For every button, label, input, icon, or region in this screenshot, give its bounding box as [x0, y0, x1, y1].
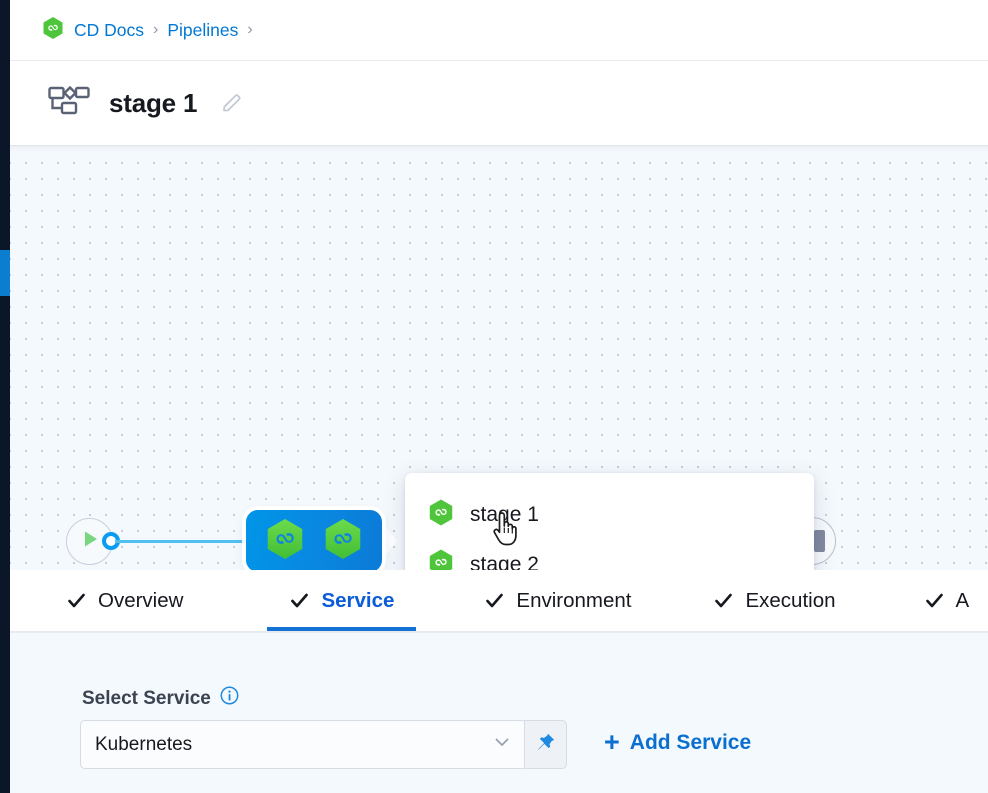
stage-list-popover: stage 1 stage 2: [405, 473, 814, 570]
cd-hexagon-icon: [323, 517, 363, 566]
select-service-value: Kubernetes: [95, 733, 193, 755]
tab-label: Execution: [745, 588, 836, 612]
info-icon[interactable]: [220, 686, 239, 711]
check-icon: [66, 590, 87, 611]
play-icon: [80, 528, 100, 555]
stop-bar-icon: [813, 530, 825, 552]
page-title: stage 1: [109, 87, 198, 118]
check-icon: [484, 590, 505, 611]
tab-label: Environment: [516, 588, 632, 612]
check-icon: [713, 590, 734, 611]
pipeline-stage-icon: [48, 85, 90, 121]
add-service-button[interactable]: + Add Service: [604, 729, 751, 756]
check-icon: [289, 590, 310, 611]
chevron-down-icon[interactable]: [492, 732, 512, 757]
stage-config-tabs: Overview Service Environment Execution A: [10, 570, 988, 632]
cd-hexagon-icon: [428, 548, 454, 570]
tab-service[interactable]: Service: [267, 570, 417, 631]
cd-hexagon-icon: [265, 517, 305, 566]
canvas-top-shadow: [10, 146, 988, 152]
tab-advanced[interactable]: A: [902, 570, 988, 631]
pin-button[interactable]: [524, 720, 567, 769]
cd-hexagon-icon: [428, 498, 454, 532]
tab-label: A: [955, 588, 970, 612]
select-service-text: Select Service: [82, 687, 211, 709]
pin-icon: [535, 732, 556, 758]
plus-icon: +: [604, 727, 620, 757]
pipeline-group-stage-node[interactable]: [246, 510, 382, 570]
breadcrumb-item-cd-docs[interactable]: CD Docs: [74, 19, 145, 40]
pointer-hand-cursor: [491, 512, 521, 553]
breadcrumb-separator-trailing: ›: [247, 21, 253, 38]
tab-environment[interactable]: Environment: [462, 570, 653, 631]
pipeline-connector-line: [115, 540, 250, 543]
cd-hexagon-icon: [42, 16, 64, 45]
tab-overview[interactable]: Overview: [44, 570, 205, 631]
tab-execution[interactable]: Execution: [691, 570, 857, 631]
tab-label: Overview: [98, 588, 184, 612]
breadcrumb-item-pipelines[interactable]: Pipelines: [167, 19, 239, 40]
popover-item-stage-2[interactable]: stage 2: [405, 540, 814, 570]
popover-item-label: stage 2: [470, 553, 539, 570]
check-icon: [924, 590, 945, 611]
group-node-notch: [382, 522, 397, 560]
add-service-label: Add Service: [629, 730, 752, 754]
pipeline-canvas[interactable]: stage 1 + 1 more stages Add Stage stage …: [10, 146, 988, 570]
select-service-label: Select Service: [82, 686, 239, 711]
tab-label: Service: [321, 588, 395, 612]
breadcrumb-separator: ›: [153, 21, 159, 38]
breadcrumb: CD Docs › Pipelines ›: [10, 0, 988, 61]
nav-active-indicator[interactable]: [0, 250, 10, 296]
page-header: stage 1: [10, 61, 988, 146]
select-service-dropdown[interactable]: Kubernetes: [80, 720, 527, 769]
left-nav-rail: [0, 0, 10, 793]
pencil-icon[interactable]: [219, 91, 244, 116]
popover-item-stage-1[interactable]: stage 1: [405, 490, 814, 540]
